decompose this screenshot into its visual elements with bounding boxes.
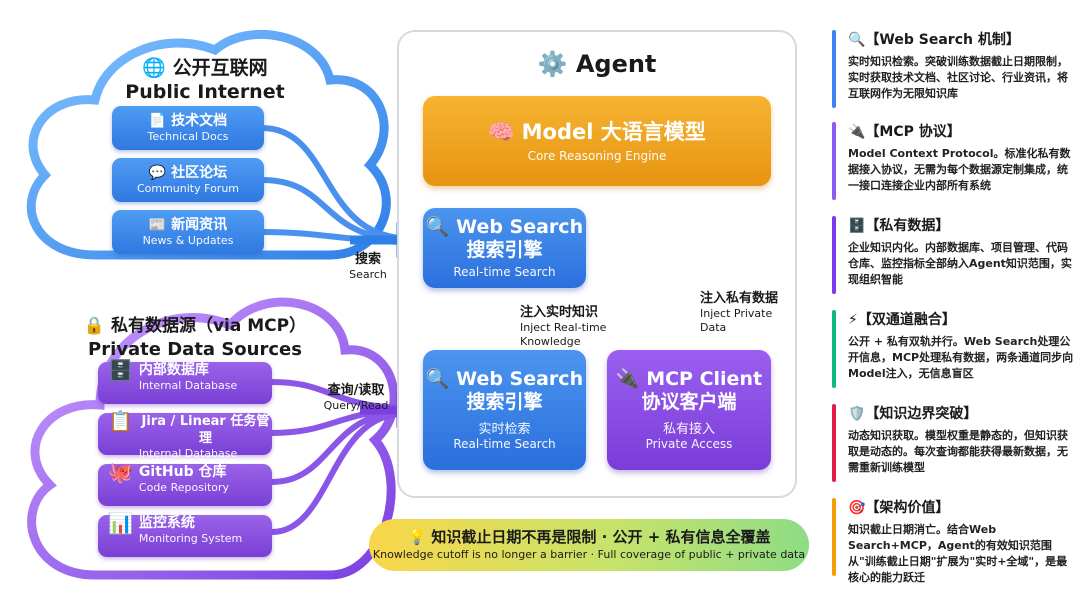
card-accent-bar <box>832 30 836 108</box>
private-item-jira-linear: 📋 Jira / Linear 任务管理 Internal Database <box>98 409 272 460</box>
query-label: 查询/读取 Query/Read <box>318 383 394 413</box>
card-dual-channel: ⚡【双通道融合】 公开 + 私有双轨并行。Web Search处理公开信息，MC… <box>832 310 1076 388</box>
web-search-subtitle: Real-time Search <box>453 265 556 279</box>
query-label-zh: 查询/读取 <box>327 383 385 398</box>
web-search-title-zh: 搜索引擎 <box>466 391 543 413</box>
public-item-label-zh: 📰 新闻资讯 <box>148 216 228 233</box>
card-private-data: 🗄️【私有数据】 企业知识内化。内部数据库、项目管理、代码仓库、监控指标全部纳入… <box>832 216 1076 294</box>
private-item-github: 🐙 GitHub 仓库 Code Repository <box>98 460 272 506</box>
card-title: 🎯【架构价值】 <box>848 500 950 516</box>
agent-title: ⚙️ Agent <box>537 50 657 78</box>
model-box: 🧠 Model 大语言模型 Core Reasoning Engine <box>423 96 771 186</box>
inject-private-label-en: Inject Private Data <box>700 307 773 334</box>
search-label-en: Search <box>349 268 387 281</box>
private-item-label-en: Monitoring System <box>138 532 243 545</box>
private-item-label-en: Internal Database <box>138 447 238 460</box>
card-body: 公开 + 私有双轨并行。Web Search处理公开信息，MCP处理私有数据，两… <box>848 335 1074 380</box>
public-item-community-forum: 💬 社区论坛 Community Forum <box>112 158 264 202</box>
card-accent-bar <box>832 122 836 200</box>
mcp-client-sub-en: Private Access <box>645 437 733 451</box>
public-item-label-en: Technical Docs <box>147 129 229 143</box>
card-title: ⚡【双通道融合】 <box>848 312 956 328</box>
card-architecture-value: 🎯【架构价值】 知识截止日期消亡。结合Web Search+MCP，Agent的… <box>832 498 1076 584</box>
model-subtitle: Core Reasoning Engine <box>527 148 667 163</box>
card-title: 🛡️【知识边界突破】 <box>848 406 978 422</box>
private-item-label-zh: Jira / Linear 任务管理 <box>141 414 270 446</box>
summary-banner: 💡 知识截止日期不再是限制 · 公开 + 私有信息全覆盖 Knowledge c… <box>369 519 809 571</box>
card-body: 知识截止日期消亡。结合Web Search+MCP，Agent的有效知识范围从"… <box>848 523 1068 584</box>
public-item-label-zh: 📄 技术文档 <box>148 112 228 129</box>
card-accent-bar <box>832 310 836 388</box>
web-search-title: 🔍 Web Search <box>425 368 584 390</box>
web-search-sub-en: Real-time Search <box>453 437 556 451</box>
private-item-monitoring: 📊 监控系统 Monitoring System <box>98 511 272 557</box>
summary-banner-en: Knowledge cutoff is no longer a barrier … <box>372 548 806 561</box>
card-body: 实时知识检索。突破训练数据截止日期限制，实时获取技术文档、社区讨论、行业资讯，将… <box>848 55 1068 100</box>
model-title: 🧠 Model 大语言模型 <box>488 119 706 144</box>
mcp-client-box: 🔌 MCP Client 协议客户端 私有接入 Private Access <box>607 350 771 470</box>
private-item-internal-database: 🗄️ 内部数据库 Internal Database <box>98 358 272 404</box>
web-search-box-bottom: 🔍 Web Search 搜索引擎 实时检索 Real-time Search <box>423 350 586 470</box>
inject-realtime-label-zh: 注入实时知识 <box>520 305 599 320</box>
private-data-title-zh: 🔒 私有数据源（via MCP） <box>83 316 307 336</box>
public-internet-title-zh: 🌐 公开互联网 <box>142 57 268 79</box>
web-search-box-top: 🔍 Web Search 搜索引擎 Real-time Search <box>423 208 586 288</box>
card-title: 🗄️【私有数据】 <box>848 218 950 234</box>
web-search-title: 🔍 Web Search <box>425 216 584 238</box>
public-item-label-en: Community Forum <box>136 181 240 195</box>
card-accent-bar <box>832 216 836 294</box>
web-search-title-zh: 搜索引擎 <box>466 239 543 261</box>
database-icon: 🗄️ <box>108 358 133 382</box>
summary-banner-zh: 💡 知识截止日期不再是限制 · 公开 + 私有信息全覆盖 <box>407 528 771 546</box>
clipboard-icon: 📋 <box>108 409 133 433</box>
inject-private-label: 注入私有数据 Inject Private Data <box>700 291 795 335</box>
card-accent-bar <box>832 404 836 482</box>
bar-chart-icon: 📊 <box>108 511 133 535</box>
private-item-label-en: Internal Database <box>138 379 238 392</box>
public-item-label-zh: 💬 社区论坛 <box>148 164 228 181</box>
public-internet-title: 🌐 公开互联网 Public Internet <box>110 56 300 104</box>
card-title: 🔍【Web Search 机制】 <box>848 32 1020 48</box>
card-web-search-mechanism: 🔍【Web Search 机制】 实时知识检索。突破训练数据截止日期限制，实时获… <box>832 30 1076 108</box>
inject-private-label-zh: 注入私有数据 <box>700 291 779 306</box>
web-search-sub-zh: 实时检索 <box>478 422 531 437</box>
private-item-label-zh: 监控系统 <box>138 515 195 531</box>
search-label: 搜索 Search <box>340 252 396 282</box>
public-internet-title-en: Public Internet <box>125 81 285 103</box>
private-item-label-zh: GitHub 仓库 <box>138 464 227 480</box>
public-item-news-updates: 📰 新闻资讯 News & Updates <box>112 210 264 254</box>
card-body: Model Context Protocol。标准化私有数据接入协议，无需为每个… <box>848 147 1071 192</box>
card-body: 企业知识内化。内部数据库、项目管理、代码仓库、监控指标全部纳入Agent知识范围… <box>848 241 1072 286</box>
query-label-en: Query/Read <box>323 399 389 412</box>
mcp-client-title: 🔌 MCP Client <box>615 368 763 390</box>
private-item-label-en: Code Repository <box>138 481 230 494</box>
search-label-zh: 搜索 <box>354 252 381 267</box>
card-knowledge-boundary: 🛡️【知识边界突破】 动态知识获取。模型权重是静态的，但知识获取是动态的。每次查… <box>832 404 1076 482</box>
private-item-label-zh: 内部数据库 <box>138 362 209 378</box>
private-data-title-en: Private Data Sources <box>88 339 302 360</box>
card-mcp-protocol: 🔌【MCP 协议】 Model Context Protocol。标准化私有数据… <box>832 122 1076 200</box>
card-accent-bar <box>832 498 836 576</box>
public-item-technical-docs: 📄 技术文档 Technical Docs <box>112 106 264 150</box>
card-body: 动态知识获取。模型权重是静态的，但知识获取是动态的。每次查询都能获得最新数据，无… <box>848 429 1068 474</box>
inject-realtime-label-en: Inject Real-time Knowledge <box>520 321 607 348</box>
private-data-title: 🔒 私有数据源（via MCP） Private Data Sources <box>70 314 320 362</box>
octopus-icon: 🐙 <box>108 460 133 484</box>
mcp-client-sub-zh: 私有接入 <box>662 422 715 437</box>
public-item-label-en: News & Updates <box>142 233 234 247</box>
inject-realtime-label: 注入实时知识 Inject Real-time Knowledge <box>520 305 670 349</box>
card-title: 🔌【MCP 协议】 <box>848 124 961 140</box>
mcp-client-title-zh: 协议客户端 <box>641 391 737 413</box>
